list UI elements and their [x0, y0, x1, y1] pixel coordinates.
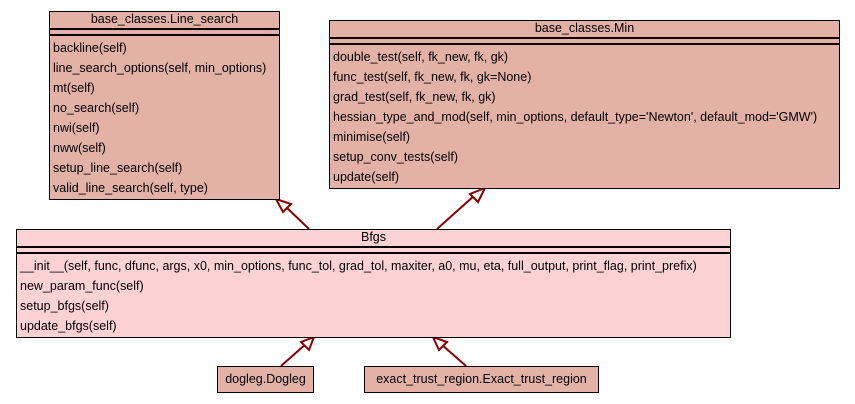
- method: line_search_options(self, min_options): [53, 61, 267, 75]
- class-name: Bfgs: [17, 230, 730, 248]
- method: setup_conv_tests(self): [333, 150, 459, 164]
- method: hessian_type_and_mod(self, min_options, …: [333, 110, 818, 124]
- class-name: exact_trust_region.Exact_trust_region: [376, 372, 587, 386]
- edge-dogleg-to-bfgs: [280, 335, 316, 367]
- method: nwi(self): [53, 121, 100, 135]
- edge-bfgs-to-min: [436, 186, 488, 230]
- attributes-section: [50, 30, 279, 36]
- class-box-dogleg[interactable]: dogleg.Dogleg: [217, 366, 314, 393]
- method: minimise(self): [333, 130, 411, 144]
- class-name: dogleg.Dogleg: [225, 372, 306, 386]
- methods-section: __init__(self, func, dfunc, args, x0, mi…: [17, 254, 730, 336]
- method: valid_line_search(self, type): [53, 181, 208, 195]
- class-name: base_classes.Line_search: [50, 12, 279, 30]
- method: update(self): [333, 170, 400, 184]
- method: nww(self): [53, 141, 106, 155]
- method: setup_bfgs(self): [20, 299, 109, 313]
- method: mt(self): [53, 81, 95, 95]
- attributes-section: [330, 39, 839, 45]
- methods-section: backline(self) line_search_options(self,…: [50, 36, 279, 198]
- methods-section: double_test(self, fk_new, fk, gk) func_t…: [330, 45, 839, 187]
- class-name: base_classes.Min: [330, 21, 839, 39]
- method: no_search(self): [53, 101, 140, 115]
- class-box-bfgs[interactable]: Bfgs __init__(self, func, dfunc, args, x…: [16, 229, 731, 338]
- method: __init__(self, func, dfunc, args, x0, mi…: [20, 259, 697, 273]
- method: double_test(self, fk_new, fk, gk): [333, 50, 509, 64]
- method: new_param_func(self): [20, 279, 144, 293]
- method: func_test(self, fk_new, fk, gk=None): [333, 70, 532, 84]
- class-box-exact-trust-region[interactable]: exact_trust_region.Exact_trust_region: [364, 366, 599, 393]
- method: update_bfgs(self): [20, 319, 117, 333]
- method: backline(self): [53, 41, 127, 55]
- method: setup_line_search(self): [53, 161, 183, 175]
- attributes-section: [17, 248, 730, 254]
- class-box-line-search[interactable]: base_classes.Line_search backline(self) …: [49, 11, 280, 200]
- edge-exact-trust-region-to-bfgs: [431, 335, 467, 367]
- edge-bfgs-to-line-search: [273, 197, 310, 230]
- class-box-min[interactable]: base_classes.Min double_test(self, fk_ne…: [329, 20, 840, 189]
- method: grad_test(self, fk_new, fk, gk): [333, 90, 496, 104]
